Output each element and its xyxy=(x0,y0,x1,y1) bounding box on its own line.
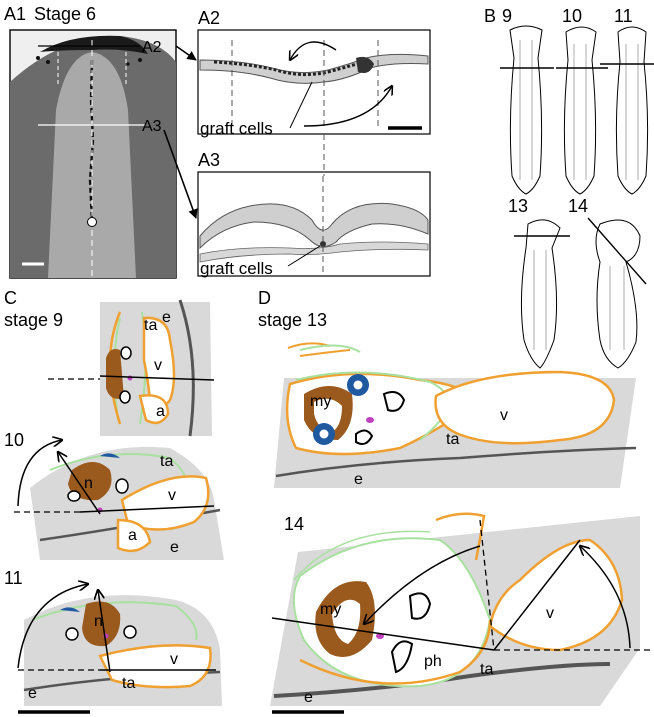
section-stage-14: 14 my v ph ta e xyxy=(270,512,652,714)
ventricle-s9 xyxy=(142,316,176,409)
label-e-s13: e xyxy=(354,471,363,488)
panel-a2-label: A2 xyxy=(198,8,220,28)
panel-d-label: D xyxy=(258,288,271,308)
level-label-a2: A2 xyxy=(142,39,162,56)
label-v-s9: v xyxy=(154,357,162,374)
graft-cells-label-a2: graft cells xyxy=(200,119,273,138)
stage-14-num: 14 xyxy=(284,514,304,534)
section-stage-9: ta e v a xyxy=(48,299,215,437)
fold-arrow-left xyxy=(290,41,337,60)
panel-a3-label: A3 xyxy=(198,150,220,170)
label-my-s14: my xyxy=(320,601,341,618)
ectoderm-a3 xyxy=(199,202,429,250)
label-ph-s14: ph xyxy=(424,653,442,670)
hensen-node xyxy=(87,217,97,227)
panel-a1-title: Stage 6 xyxy=(34,4,96,24)
embryo-stage-13 xyxy=(520,219,561,369)
atrium-s9 xyxy=(138,394,170,425)
notochord-s9 xyxy=(106,349,124,399)
atrium-s10 xyxy=(116,518,152,553)
ventricle-s10 xyxy=(120,475,210,531)
arrow-to-a3 xyxy=(163,129,198,219)
label-v-s13: v xyxy=(500,407,508,424)
embryo-stage-11 xyxy=(615,26,649,195)
label-e-s11: e xyxy=(28,685,37,702)
label-v-s11: v xyxy=(170,651,178,668)
panel-a1-label: A1 xyxy=(4,4,26,24)
label-a-s9: a xyxy=(156,403,165,420)
graft-region-dark xyxy=(40,35,148,54)
stage-14-label: 14 xyxy=(568,196,588,216)
label-ta-s11: ta xyxy=(122,675,135,692)
stage-11-label: 11 xyxy=(614,6,633,26)
label-ta-s9: ta xyxy=(144,317,157,334)
graft-cells-label-a3: graft cells xyxy=(200,259,273,278)
graft-cells-a3 xyxy=(320,241,326,247)
embryo-stage-9 xyxy=(509,25,543,195)
label-e-s14: e xyxy=(304,689,313,706)
stage-9-label: 9 xyxy=(502,6,512,26)
rotation-arrow-s14-right xyxy=(580,546,631,649)
label-e-s9: e xyxy=(162,309,171,326)
label-n-s10: n xyxy=(84,475,93,492)
embryo-stage-10 xyxy=(563,26,597,195)
section-stage-13: my v ta e xyxy=(274,342,637,488)
label-ta-s13: ta xyxy=(446,431,459,448)
panel-d: D stage 13 my v ta e 14 xyxy=(258,288,652,714)
panel-a2: A2 graft cells xyxy=(197,8,431,138)
panel-c-label: C xyxy=(4,288,17,308)
rotation-arrow-s11 xyxy=(17,584,88,669)
panel-d-title: stage 13 xyxy=(258,310,327,330)
section-stage-10: 10 n ta v a e xyxy=(4,430,224,560)
level-label-a3: A3 xyxy=(142,118,162,135)
stage-10-num: 10 xyxy=(4,430,24,450)
panel-a1: A1 Stage 6 A2 A3 xyxy=(4,4,198,279)
panel-b: B 9 10 11 13 14 xyxy=(484,6,654,369)
ventricle-s13 xyxy=(434,370,616,445)
fold-arrow-right xyxy=(303,86,392,127)
notochord-s10 xyxy=(68,462,112,501)
section-stage-11: 11 n v ta e xyxy=(4,568,222,714)
panel-c-title: stage 9 xyxy=(4,310,63,330)
graft-cells-a2 xyxy=(213,60,365,77)
label-my-s13: my xyxy=(310,393,331,410)
label-v-s10: v xyxy=(168,487,176,504)
label-ta-s14: ta xyxy=(480,661,493,678)
label-ta-s10: ta xyxy=(160,453,173,470)
stage-11-num: 11 xyxy=(4,568,23,588)
embryo-stage-14 xyxy=(595,219,641,369)
rotation-arrow-s14-left xyxy=(364,545,481,624)
notochord-s11 xyxy=(82,601,121,647)
label-n-s11: n xyxy=(94,613,103,630)
panel-b-label: B xyxy=(484,6,496,26)
ventricle-s11 xyxy=(98,644,212,689)
panel-a3: A3 graft cells xyxy=(197,134,431,278)
rotation-arrow-s10 xyxy=(17,440,62,507)
panel-c: C stage 9 ta e v a 10 xyxy=(4,288,224,714)
label-a-s10: a xyxy=(128,527,137,544)
arrow-to-a2 xyxy=(175,45,197,61)
stage-13-label: 13 xyxy=(508,196,528,216)
label-e-s10: e xyxy=(170,539,179,556)
stage-10-label: 10 xyxy=(562,6,582,26)
graft-cell-streak xyxy=(88,59,95,223)
label-v-s14: v xyxy=(546,605,554,622)
